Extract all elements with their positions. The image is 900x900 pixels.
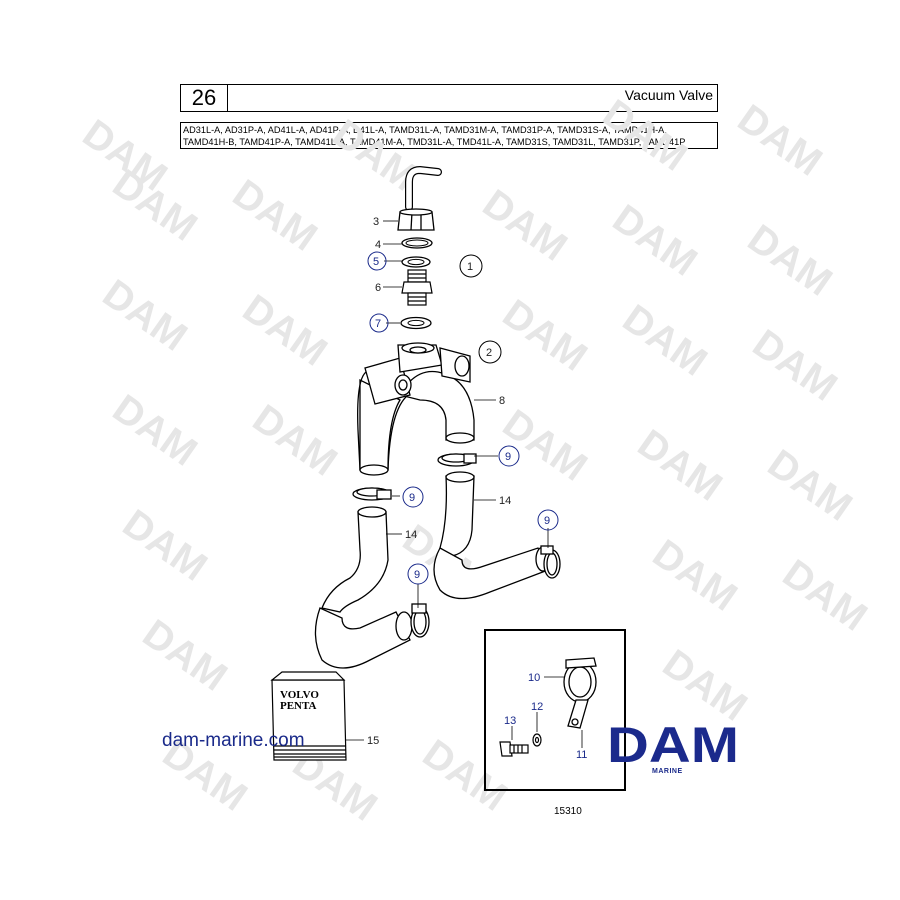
callout-circle-9 — [402, 486, 424, 508]
callout-8: 8 — [499, 395, 505, 407]
manual-brand-volvo: VOLVO — [280, 689, 319, 701]
page-number-box: 26 — [180, 84, 228, 112]
watermark: DAM — [740, 216, 840, 304]
callout-circle-9 — [537, 509, 559, 531]
leader-lines — [383, 220, 549, 608]
hose-right — [433, 471, 551, 600]
callout-circle-5 — [367, 251, 387, 271]
watermark: DAM — [415, 731, 515, 819]
instruction-manual — [270, 671, 347, 761]
callout-circle-7 — [369, 313, 389, 333]
models-line-1: AD31L-A, AD31P-A, AD41L-A, AD41P-A, D41L… — [183, 125, 667, 135]
watermark: DAM — [630, 421, 730, 509]
manual-brand-penta: PENTA — [280, 700, 317, 712]
callout-9: 9 — [505, 451, 511, 463]
watermark: DAM — [105, 386, 205, 474]
callout-15: 15 — [367, 735, 379, 747]
dam-logo: DAM — [607, 720, 739, 768]
hose-clamp — [540, 545, 561, 579]
watermark: DAM — [655, 641, 755, 729]
callout-12: 12 — [531, 701, 543, 713]
watermark: DAM — [775, 551, 875, 639]
watermark: DAM — [495, 291, 595, 379]
inset-box — [484, 629, 626, 791]
watermark: DAM — [225, 171, 325, 259]
hose-clamp — [410, 603, 430, 638]
watermark: DAM — [235, 286, 335, 374]
note-circle-2 — [478, 340, 502, 364]
sealing-washer-lower-inner — [407, 319, 425, 327]
note-2: 2 — [486, 347, 492, 359]
callout-circle-9 — [498, 445, 520, 467]
page-number: 26 — [191, 85, 217, 110]
note-1: 1 — [467, 261, 473, 273]
o-ring-inner — [405, 239, 429, 247]
dam-logo-text: DAM — [607, 720, 739, 768]
callout-11: 11 — [576, 749, 587, 761]
website-url: dam-marine.com — [162, 730, 305, 751]
watermark: DAM — [730, 96, 830, 184]
watermark: DAM — [135, 611, 235, 699]
sealing-washer-inner — [407, 258, 425, 266]
sealing-washer — [401, 256, 431, 268]
bracket-clamp — [563, 657, 597, 729]
callout-9: 9 — [544, 515, 550, 527]
page-title-box: Vacuum Valve — [228, 84, 718, 112]
callout-14: 14 — [499, 495, 511, 507]
y-pipe-hose — [357, 342, 475, 476]
callout-6: 6 — [375, 282, 381, 294]
callout-9: 9 — [414, 569, 420, 581]
bolt — [499, 741, 529, 757]
watermark: DAM — [760, 441, 860, 529]
note-circle-1 — [459, 254, 483, 278]
callout-7: 7 — [375, 318, 381, 330]
watermark: DAM — [595, 91, 695, 179]
dam-logo-subtitle: MARINE — [652, 768, 683, 775]
watermark: DAM — [615, 296, 715, 384]
hose-clamp — [352, 487, 392, 501]
watermark: DAM — [645, 531, 745, 619]
watermark: DAM — [475, 181, 575, 269]
page-title: Vacuum Valve — [624, 87, 713, 103]
callout-3: 3 — [373, 216, 379, 228]
watermark: DAM — [245, 396, 345, 484]
callout-5: 5 — [373, 256, 379, 268]
callout-4: 4 — [375, 239, 381, 251]
watermark: DAM — [115, 501, 215, 589]
watermark: DAM — [495, 401, 595, 489]
threaded-nipple — [401, 269, 433, 306]
watermark: DAM — [605, 196, 705, 284]
vacuum-tube-and-nut — [397, 165, 442, 231]
applicable-models: AD31L-A, AD31P-A, AD41L-A, AD41P-A, D41L… — [180, 122, 718, 149]
o-ring — [401, 237, 433, 249]
callout-circle-9 — [407, 563, 429, 585]
hose-left — [314, 506, 413, 669]
callout-14: 14 — [405, 529, 417, 541]
washer-small — [532, 733, 542, 747]
hose-clamp — [437, 453, 477, 467]
sealing-washer-lower — [400, 316, 432, 330]
callout-13: 13 — [504, 715, 516, 727]
watermark: DAM — [95, 271, 195, 359]
figure-number: 15310 — [554, 806, 582, 816]
callout-9: 9 — [409, 492, 415, 504]
watermark: DAM — [745, 321, 845, 409]
models-line-2: TAMD41H-B, TAMD41P-A, TAMD41L-A, TAMD41M… — [183, 137, 686, 147]
callout-10: 10 — [528, 672, 540, 684]
